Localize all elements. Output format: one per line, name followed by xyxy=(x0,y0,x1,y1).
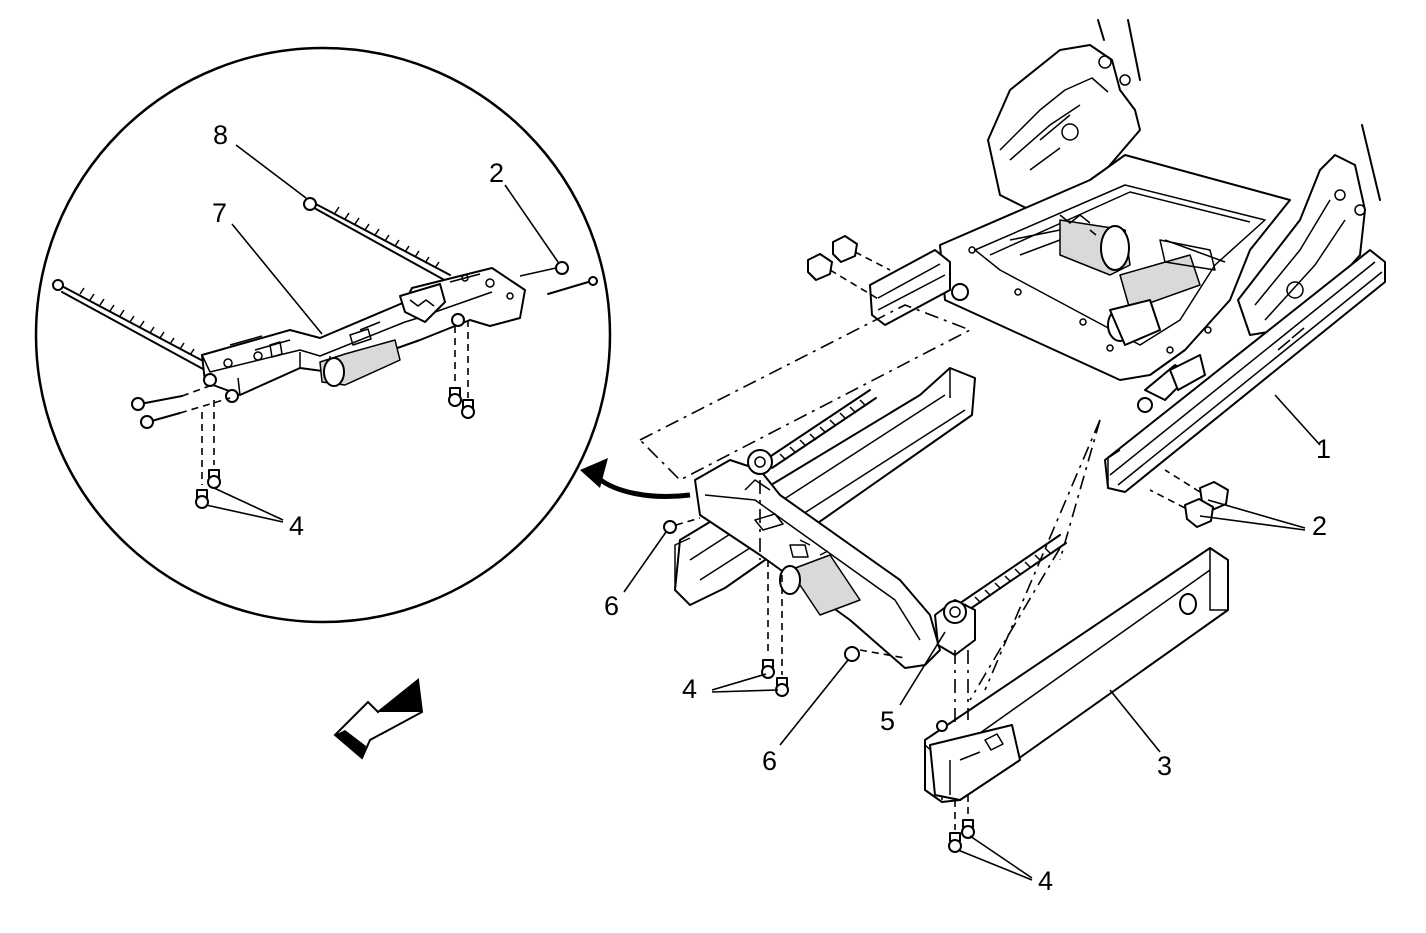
detail-bolt-2 xyxy=(519,261,598,295)
callout-4-mid: 4 xyxy=(682,674,697,704)
detail-screws-left xyxy=(131,384,231,429)
leader-2-main-a xyxy=(1207,499,1306,529)
leader-4-mid-b xyxy=(711,689,779,693)
threaded-rod-upper xyxy=(764,389,877,469)
leader-4-detail-a xyxy=(213,487,284,521)
seat-adjuster-assembly xyxy=(663,367,1067,697)
bolts-4-mid xyxy=(761,560,789,697)
leader-2-detail xyxy=(504,184,559,263)
curved-detail-arrow xyxy=(580,458,691,499)
bolts-upper-left xyxy=(807,235,891,301)
leader-4-mid-a xyxy=(711,673,767,691)
detail-bolts-4-bottom xyxy=(195,400,221,509)
detail-adjuster-assembly xyxy=(201,267,526,403)
leader-3 xyxy=(1109,689,1161,753)
detail-bolts-4-right xyxy=(448,320,475,419)
bolts-4-bottom xyxy=(948,795,975,853)
callout-4-detail: 4 xyxy=(289,511,304,541)
leader-2-main-b xyxy=(1199,515,1306,531)
callout-2-detail: 2 xyxy=(489,158,504,188)
callout-5: 5 xyxy=(880,706,895,736)
leader-7 xyxy=(231,223,323,335)
detail-circle xyxy=(34,46,612,624)
callout-6-mid: 6 xyxy=(762,746,777,776)
detail-view: 8 7 2 4 xyxy=(34,46,612,624)
detail-threaded-rod-right xyxy=(303,197,451,283)
leader-4-detail-b xyxy=(205,504,284,523)
callout-2-main: 2 xyxy=(1312,511,1327,541)
leader-4-bottom-a xyxy=(969,835,1033,879)
leader-4-bottom-b xyxy=(957,849,1033,881)
callout-8: 8 xyxy=(213,120,228,150)
leader-6-mid xyxy=(779,659,849,746)
leader-6-left xyxy=(623,531,667,593)
detail-threaded-rod-left xyxy=(52,279,206,370)
detail-nut-8 xyxy=(303,197,317,211)
threaded-rod-lower xyxy=(949,534,1067,619)
callout-7: 7 xyxy=(212,198,227,228)
outboard-rail xyxy=(924,547,1229,853)
leader-8 xyxy=(235,144,307,199)
callout-4-bottom: 4 xyxy=(1038,866,1053,896)
seat-frame-assembly xyxy=(807,19,1386,493)
leader-1 xyxy=(1274,394,1321,446)
callout-1: 1 xyxy=(1316,434,1331,464)
alignment-lines xyxy=(638,304,1101,725)
leader-5 xyxy=(899,631,946,706)
callout-6-left: 6 xyxy=(604,591,619,621)
vehicle-front-direction-arrow xyxy=(333,678,424,760)
callout-3: 3 xyxy=(1157,751,1172,781)
